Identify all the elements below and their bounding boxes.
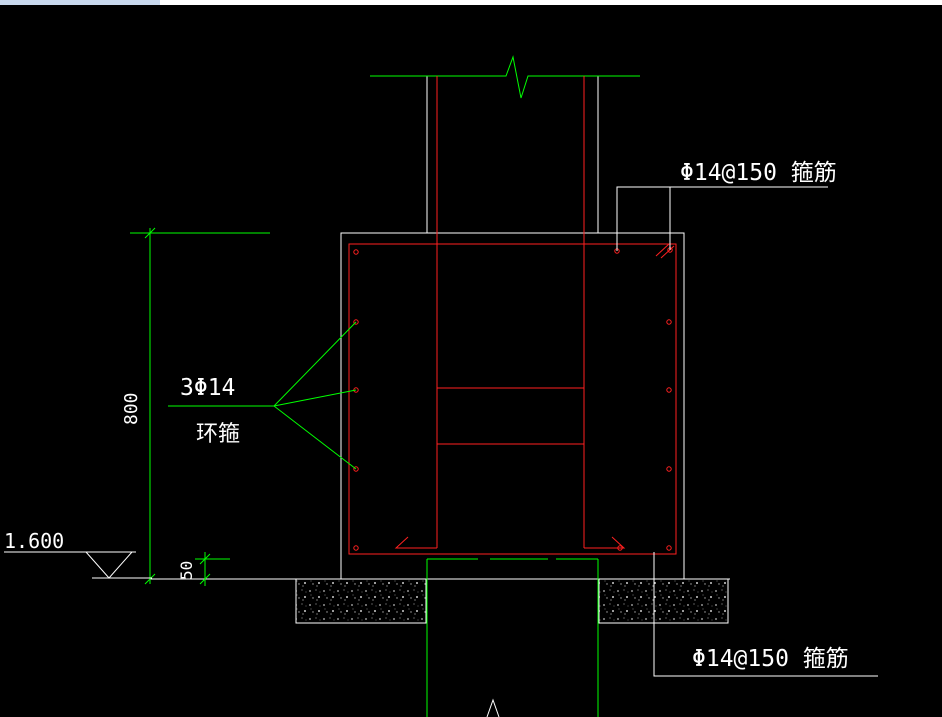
rebar-dot <box>617 545 623 551</box>
dimension-800 <box>130 227 270 585</box>
foundation-base <box>150 578 730 624</box>
window-top-bar <box>0 0 942 5</box>
rebar-dot <box>666 319 672 325</box>
ring-bar-leaders <box>168 321 357 470</box>
rebar-dot <box>666 545 672 551</box>
stirrup-leaders <box>616 186 878 677</box>
window-tab[interactable] <box>0 0 160 5</box>
ring-bar-qty-label: 3Φ14 <box>180 375 235 401</box>
bar-hook-right <box>584 536 626 549</box>
rebar-dot <box>353 319 359 325</box>
break-line <box>370 55 640 99</box>
rebar-dot <box>353 249 359 255</box>
elevation-marker <box>4 551 152 579</box>
top-stirrup-label: Φ14@150 箍筋 <box>680 160 837 186</box>
rebar-cage <box>348 76 677 555</box>
pile-cap-outline <box>340 232 685 580</box>
upper-column <box>370 55 640 233</box>
elevation-label: 1.600 <box>4 529 64 553</box>
gravel-bed-right <box>598 578 729 624</box>
rebar-dot <box>666 387 672 393</box>
lower-pile <box>426 558 599 717</box>
stirrup-outer <box>348 243 677 555</box>
small-dim-label: 50 <box>177 561 196 580</box>
gravel-bed-left <box>295 578 427 624</box>
bar-hook-left <box>394 536 437 549</box>
height-dim-label: 800 <box>121 392 142 425</box>
top-stirrup-leader <box>616 186 828 251</box>
ring-bar-type-label: 环箍 <box>196 422 240 447</box>
rebar-dot <box>666 466 672 472</box>
rebar-dot <box>353 466 359 472</box>
rebar-dot <box>353 545 359 551</box>
bottom-stirrup-label: Φ14@150 箍筋 <box>692 646 849 672</box>
dimension-50 <box>195 552 230 586</box>
bottom-stirrup-leader <box>653 552 878 677</box>
